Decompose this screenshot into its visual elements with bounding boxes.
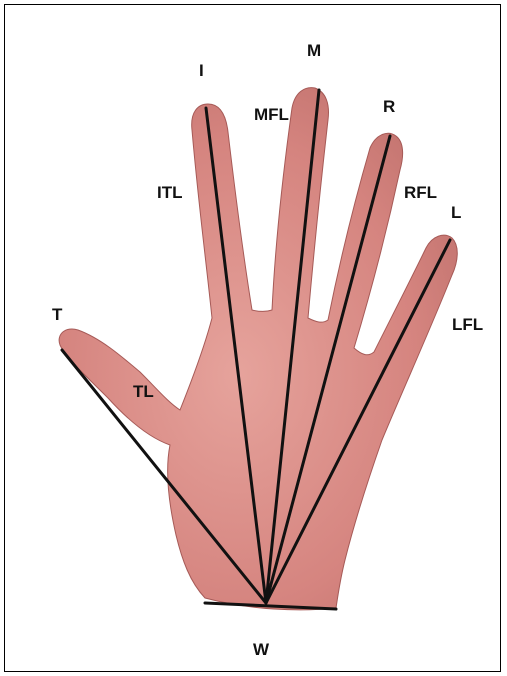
label-little-length: LFL (452, 315, 483, 334)
label-thumb-tip: T (52, 305, 63, 324)
label-wrist: W (253, 640, 270, 659)
label-middle-length: MFL (254, 105, 289, 124)
label-little-tip: L (451, 203, 461, 222)
label-middle-tip: M (307, 41, 321, 60)
label-ring-length: RFL (404, 183, 437, 202)
label-index-length: ITL (157, 183, 183, 202)
label-ring-tip: R (383, 97, 395, 116)
label-index-tip: I (199, 61, 204, 80)
label-thumb-length: TL (133, 382, 154, 401)
